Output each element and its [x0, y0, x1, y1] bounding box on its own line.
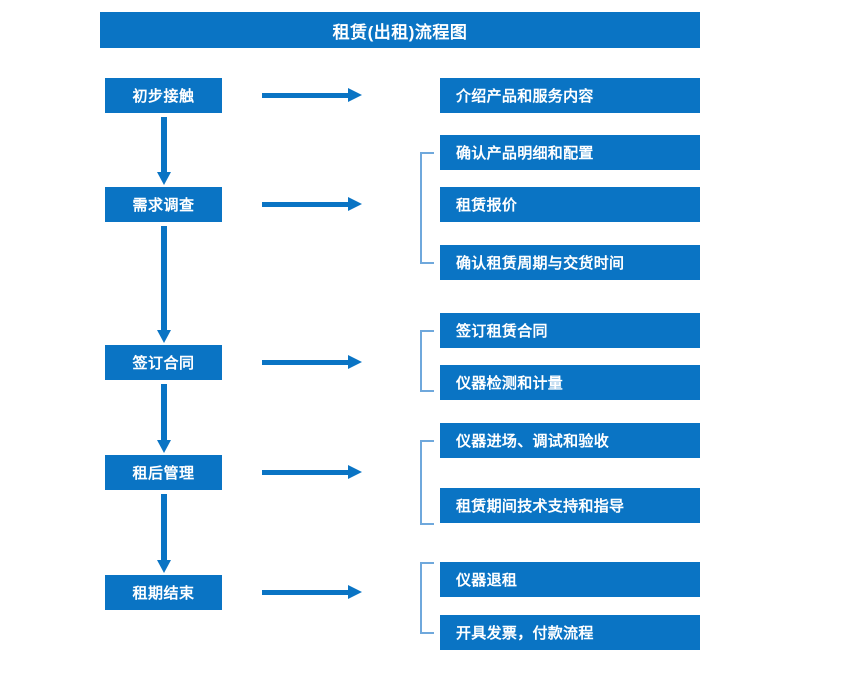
detail-box-instrument-inspection[interactable]: 仪器检测和计量: [440, 365, 700, 400]
bracket-rental-end: [420, 562, 434, 634]
arrow-head: [157, 172, 171, 185]
link-arrow-right-4: [262, 465, 362, 479]
arrow-shaft: [262, 93, 350, 98]
detail-box-confirm-rental-period[interactable]: 确认租赁周期与交货时间: [440, 245, 700, 280]
arrow-head: [157, 560, 171, 573]
arrow-head: [348, 585, 362, 599]
stage-box-post-rental-management[interactable]: 租后管理: [105, 455, 222, 490]
flow-arrow-down-1: [157, 117, 171, 185]
link-arrow-right-3: [262, 355, 362, 369]
arrow-head: [348, 355, 362, 369]
stage-box-initial-contact[interactable]: 初步接触: [105, 78, 222, 113]
detail-box-sign-rental-contract[interactable]: 签订租赁合同: [440, 313, 700, 348]
detail-box-instrument-return[interactable]: 仪器退租: [440, 562, 700, 597]
arrow-head: [157, 330, 171, 343]
stage-box-sign-contract[interactable]: 签订合同: [105, 345, 222, 380]
arrow-shaft: [161, 494, 167, 560]
arrow-shaft: [161, 117, 167, 172]
stage-box-rental-end[interactable]: 租期结束: [105, 575, 222, 610]
bracket-post-rental-management: [420, 440, 434, 525]
detail-box-invoice-payment[interactable]: 开具发票，付款流程: [440, 615, 700, 650]
flow-arrow-down-3: [157, 384, 171, 453]
link-arrow-right-1: [262, 88, 362, 102]
detail-box-instrument-installation[interactable]: 仪器进场、调试和验收: [440, 423, 700, 458]
link-arrow-right-5: [262, 585, 362, 599]
arrow-shaft: [262, 360, 350, 365]
arrow-head: [348, 88, 362, 102]
detail-box-introduce-products[interactable]: 介绍产品和服务内容: [440, 78, 700, 113]
detail-box-confirm-product-details[interactable]: 确认产品明细和配置: [440, 135, 700, 170]
arrow-shaft: [262, 470, 350, 475]
arrow-head: [157, 440, 171, 453]
arrow-shaft: [161, 384, 167, 440]
flow-arrow-down-2: [157, 226, 171, 343]
arrow-shaft: [161, 226, 167, 330]
arrow-head: [348, 197, 362, 211]
link-arrow-right-2: [262, 197, 362, 211]
diagram-title: 租赁(出租)流程图: [100, 12, 700, 48]
bracket-requirement-survey: [420, 152, 434, 264]
detail-box-technical-support[interactable]: 租赁期间技术支持和指导: [440, 488, 700, 523]
detail-box-rental-quote[interactable]: 租赁报价: [440, 187, 700, 222]
arrow-shaft: [262, 590, 350, 595]
arrow-shaft: [262, 202, 350, 207]
arrow-head: [348, 465, 362, 479]
stage-box-requirement-survey[interactable]: 需求调查: [105, 187, 222, 222]
flow-arrow-down-4: [157, 494, 171, 573]
bracket-sign-contract: [420, 330, 434, 392]
